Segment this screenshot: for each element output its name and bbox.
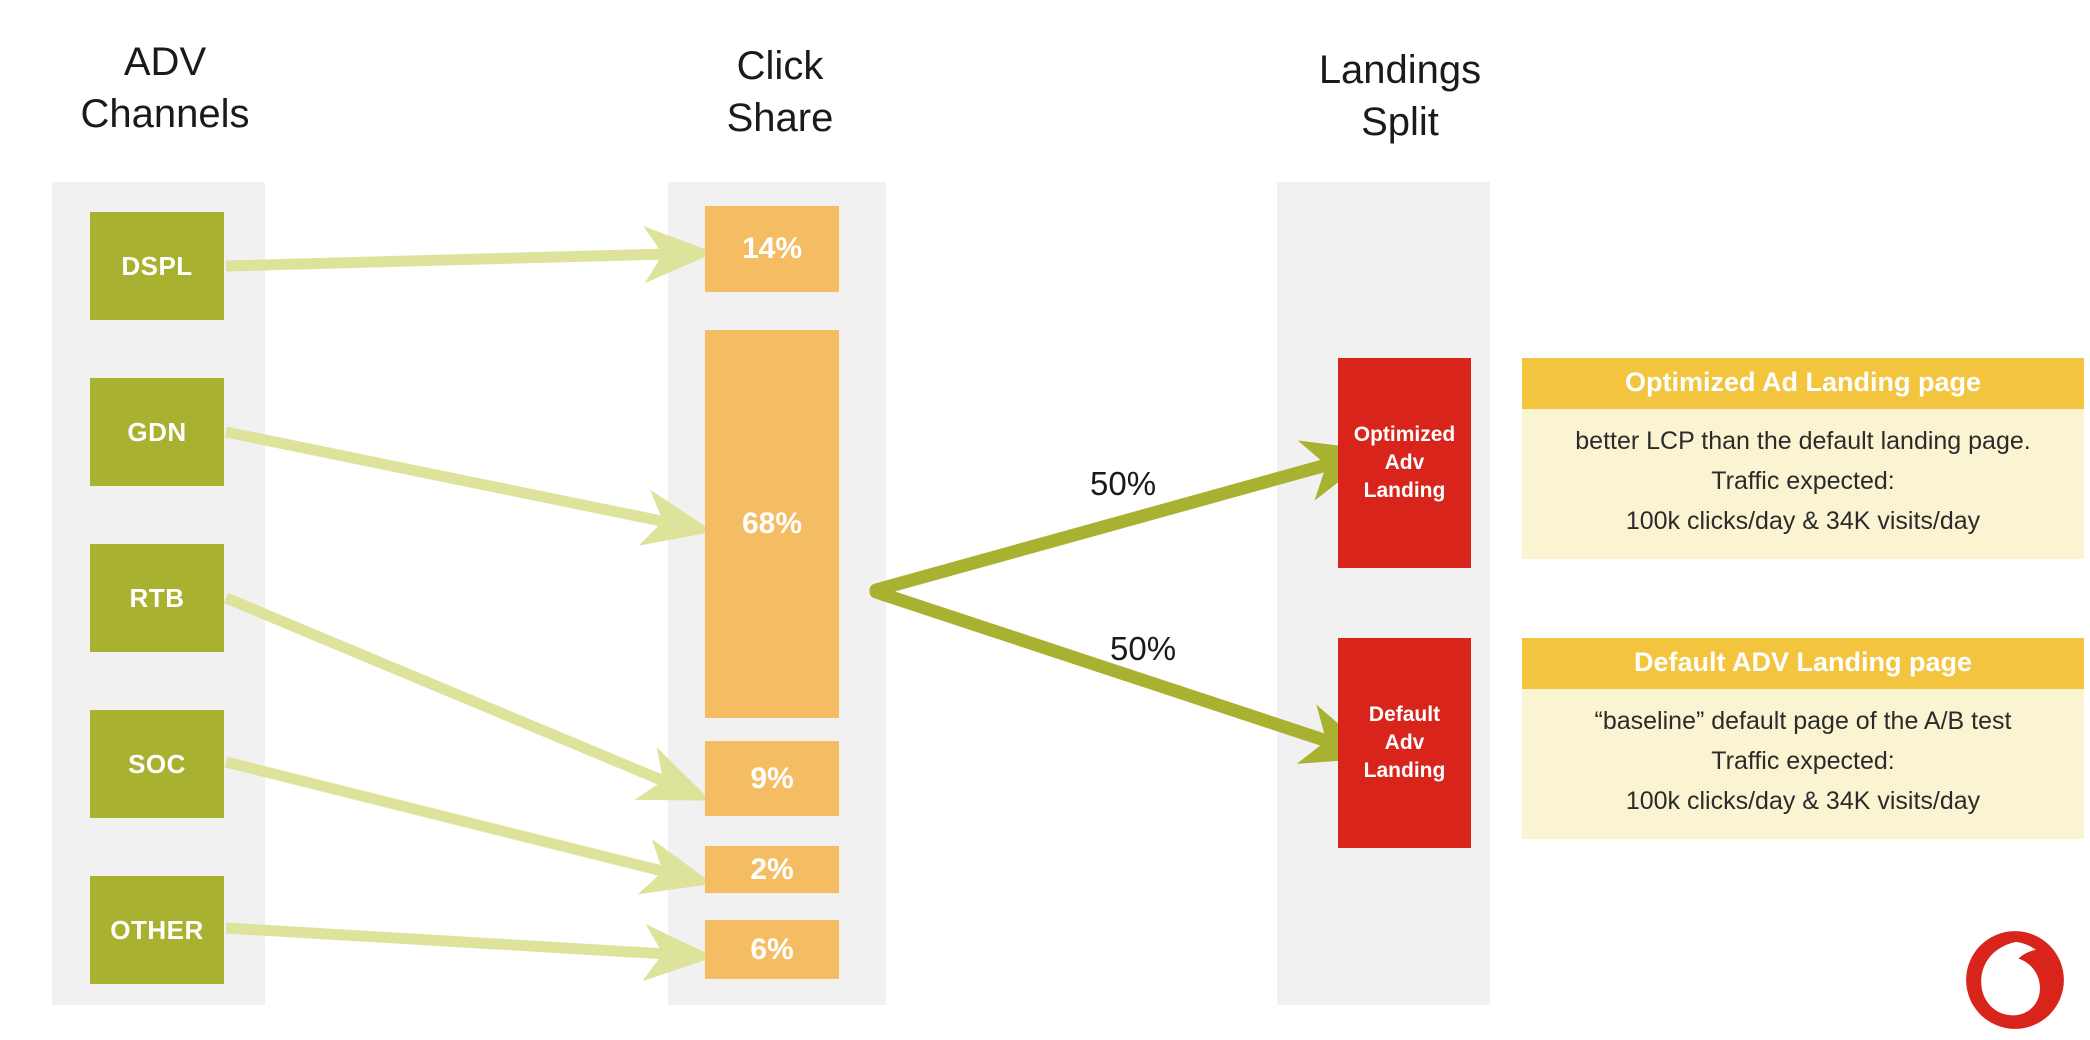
flow-arrow-dspl-to-14 (225, 226, 715, 284)
adv-channel-label: GDN (127, 416, 187, 447)
info-card-default-adv-landing-page: Default ADV Landing page “baseline” defa… (1522, 638, 2084, 839)
click-share-bar-9[interactable]: 9% (705, 741, 839, 816)
info-card-heading: Default ADV Landing page (1522, 638, 2084, 689)
column-title-click-share: Click Share (726, 44, 834, 140)
landing-box-label: Default Adv Landing (1363, 703, 1446, 782)
adv-channel-gdn[interactable]: GDN (90, 378, 224, 486)
flow-arrow-soc-to-2 (224, 756, 713, 895)
split-percentage-optimized: 50% (1090, 465, 1157, 502)
adv-channel-label: SOC (128, 748, 186, 779)
vodafone-logo-icon (1966, 931, 2064, 1029)
click-share-value: 6% (750, 932, 794, 966)
adv-channel-soc[interactable]: SOC (90, 710, 224, 818)
adv-channel-label: RTB (129, 582, 185, 613)
click-share-value: 9% (750, 761, 794, 795)
info-card-body: “baseline” default page of the A/B test … (1594, 707, 2012, 815)
click-share-bar-2[interactable]: 2% (705, 846, 839, 893)
adv-channel-other[interactable]: OTHER (90, 876, 224, 984)
column-title-adv-channels: ADV Channels (80, 40, 250, 136)
click-share-bar-68[interactable]: 68% (705, 330, 839, 718)
panel-landings-split (1277, 182, 1490, 1005)
split-percentage-default: 50% (1110, 630, 1177, 667)
flow-arrow-other-to-6 (225, 922, 715, 982)
click-share-value: 68% (741, 507, 803, 540)
column-title-landings-split: Landings Split (1318, 48, 1482, 144)
info-card-optimized-ad-landing-page: Optimized Ad Landing page better LCP tha… (1522, 358, 2084, 559)
split-arrow-default (869, 585, 1379, 764)
click-share-bar-14[interactable]: 14% (705, 206, 839, 292)
flow-arrow-rtb-to-9 (223, 592, 711, 801)
adv-channel-dspl[interactable]: DSPL (90, 212, 224, 320)
landing-box-optimized-adv-landing[interactable]: Optimized Adv Landing (1338, 358, 1471, 568)
click-share-value: 2% (750, 852, 794, 886)
landing-box-default-adv-landing[interactable]: Default Adv Landing (1338, 638, 1471, 848)
info-card-heading: Optimized Ad Landing page (1522, 358, 2084, 409)
click-share-bar-6[interactable]: 6% (705, 920, 839, 979)
adv-channel-rtb[interactable]: RTB (90, 544, 224, 652)
info-card-body: better LCP than the default landing page… (1575, 427, 2031, 535)
landing-box-label: Optimized Adv Landing (1353, 423, 1456, 502)
flow-arrow-gdn-to-68 (224, 426, 714, 546)
click-share-value: 14% (741, 232, 803, 265)
adv-channel-label: OTHER (110, 914, 204, 945)
adv-channel-label: DSPL (121, 250, 193, 281)
